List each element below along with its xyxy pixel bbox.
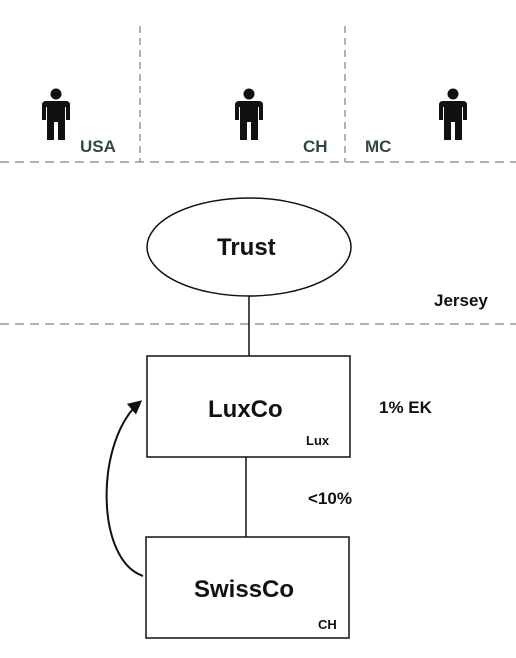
luxco-box [146, 355, 351, 458]
country-label-ch: CH [303, 137, 328, 156]
country-label-mc: MC [365, 137, 392, 156]
swissco-jurisdiction-tag: CH [318, 617, 337, 632]
curved-arrow-icon [105, 400, 144, 577]
ownership-percentage-label: <10% [308, 489, 352, 508]
country-label-usa: USA [80, 137, 116, 156]
luxco-label: LuxCo [208, 396, 283, 423]
person-icon [42, 88, 70, 140]
swissco-box [145, 536, 350, 639]
person-icon [439, 88, 467, 140]
luxco-note: 1% EK [379, 398, 432, 417]
luxco-jurisdiction-tag: Lux [306, 433, 330, 448]
trust-label: Trust [217, 234, 276, 261]
jurisdiction-label-jersey: Jersey [434, 291, 488, 310]
person-icon [235, 88, 263, 140]
swissco-label: SwissCo [194, 576, 295, 603]
